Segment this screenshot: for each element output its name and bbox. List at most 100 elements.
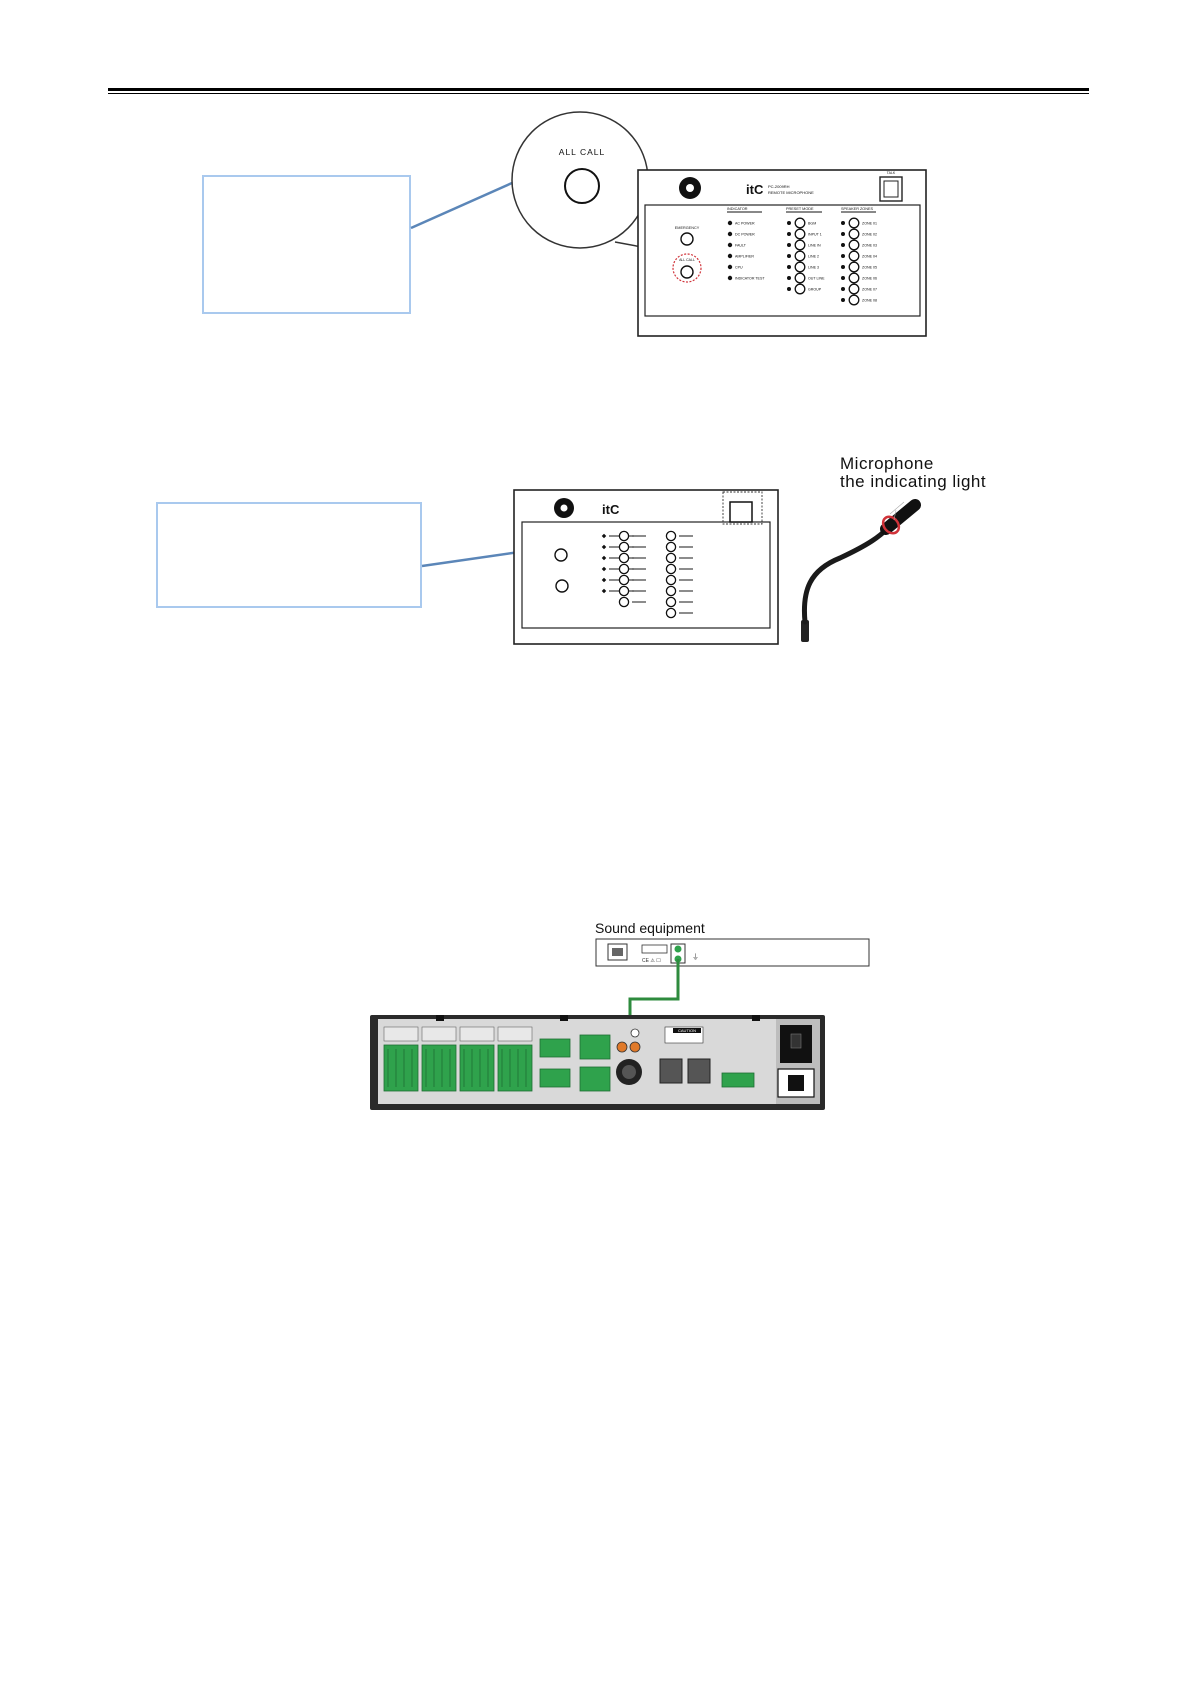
indicator-led [727, 231, 733, 237]
microphone-label: Microphone the indicating light [840, 455, 986, 491]
indicator-led [727, 264, 733, 270]
indicator-led [727, 242, 733, 248]
zone-header: SPEAKER ZONES [841, 207, 874, 211]
indicator-led [727, 253, 733, 259]
console2-button[interactable] [665, 596, 677, 608]
source-label: LINE 2 [808, 254, 819, 258]
zoom-bubble [511, 111, 686, 256]
console-allcall-label: ALL CALL [679, 258, 695, 262]
zone-label: ZONE 04 [862, 254, 877, 258]
svg-text:CE ⚠ ☐: CE ⚠ ☐ [642, 958, 661, 964]
console2-button[interactable] [665, 585, 677, 597]
console-model-line2: REMOTE MICROPHONE [768, 190, 814, 195]
terminal-block [383, 1044, 419, 1092]
source-header: PRESET MODE [786, 207, 814, 211]
figure-talk-console: itC [421, 489, 921, 645]
zone-led [841, 298, 845, 302]
console2-button[interactable] [665, 541, 677, 553]
zone-label: ZONE 01 [862, 221, 877, 225]
source-led [787, 265, 791, 269]
callout-box-allcall [202, 175, 411, 314]
indicator-label: FAULT [735, 243, 747, 247]
console2-button[interactable] [618, 574, 630, 586]
console2-button[interactable] [618, 552, 630, 564]
console2-button[interactable] [665, 574, 677, 586]
indicator-label: DC POWER [735, 232, 755, 236]
console2-button[interactable] [618, 530, 630, 542]
zone-button[interactable] [848, 239, 860, 251]
mic-label-line2: the indicating light [840, 472, 987, 491]
zone-button[interactable] [848, 217, 860, 229]
figure-rear-panel-connection: CE ⚠ ☐ ⏚ CAUTION [370, 938, 870, 1110]
zone-button[interactable] [848, 250, 860, 262]
zone-button[interactable] [848, 272, 860, 284]
console2-button[interactable] [618, 541, 630, 553]
sound-equipment-label: Sound equipment [595, 920, 705, 936]
source-label: LINE 3 [808, 265, 819, 269]
console2-brand: itC [602, 502, 620, 517]
terminal-label-plate [383, 1026, 419, 1042]
console2-button[interactable] [665, 530, 677, 542]
zone-button[interactable] [848, 261, 860, 273]
indicator-led [727, 275, 733, 281]
gooseneck-microphone [801, 499, 921, 642]
source-button[interactable] [794, 228, 806, 240]
figure-allcall-console: ALL CALL itC PC-2009RH REMOTE MICROPHONE… [410, 111, 927, 337]
source-button[interactable] [794, 272, 806, 284]
zone-led [841, 254, 845, 258]
source-label: LINE IN [808, 243, 821, 247]
console2-button[interactable] [618, 563, 630, 575]
leader-line-1 [410, 181, 513, 230]
indicator-header: INDICATOR [727, 207, 748, 211]
header-rule-thin [108, 93, 1089, 94]
terminal-block [497, 1044, 533, 1092]
console2-button[interactable] [665, 607, 677, 619]
source-button[interactable] [794, 239, 806, 251]
console2-button[interactable] [618, 596, 630, 608]
indicator-label: CPU [735, 265, 743, 269]
console2-button[interactable] [618, 585, 630, 597]
zone-button[interactable] [848, 283, 860, 295]
allcall-highlight-ring [672, 253, 702, 283]
zone-led [841, 243, 845, 247]
source-button[interactable] [794, 250, 806, 262]
zone-button[interactable] [848, 294, 860, 306]
console2-led [601, 577, 607, 583]
source-led [787, 243, 791, 247]
terminal-label-plate [421, 1026, 457, 1042]
console-talk-label: TALK [887, 171, 896, 175]
source-button[interactable] [794, 261, 806, 273]
source-button[interactable] [794, 217, 806, 229]
indicator-label: AMPLIFIER [735, 254, 754, 258]
zone-button[interactable] [848, 228, 860, 240]
console2-led [601, 555, 607, 561]
source-led [787, 276, 791, 280]
zone-led [841, 276, 845, 280]
indicator-label: AC POWER [735, 221, 755, 225]
source-led [787, 287, 791, 291]
console2-emergency-button [554, 548, 568, 562]
zone-led [841, 287, 845, 291]
header-rule-thick [108, 88, 1089, 91]
zone-label: ZONE 06 [862, 276, 877, 280]
caution-label: CAUTION [678, 1028, 696, 1033]
zone-label: ZONE 05 [862, 265, 877, 269]
zone-led [841, 221, 845, 225]
console2-button[interactable] [665, 552, 677, 564]
console2-led [601, 566, 607, 572]
callout-box-talk [156, 502, 422, 608]
zone-led [841, 265, 845, 269]
source-button[interactable] [794, 283, 806, 295]
mic-label-line1: Microphone [840, 454, 934, 473]
indicator-led [727, 220, 733, 226]
console-brand: itC [746, 182, 764, 197]
source-label: INPUT 1 [808, 232, 822, 236]
terminal-block [421, 1044, 457, 1092]
console2-allcall-button [555, 579, 569, 593]
zoom-allcall-label: ALL CALL [559, 147, 605, 157]
console2-button[interactable] [665, 563, 677, 575]
svg-text:⏚: ⏚ [692, 953, 699, 961]
console2-led [601, 533, 607, 539]
allcall-button [680, 265, 694, 279]
indicator-label: INDICATOR TEST [735, 276, 765, 280]
